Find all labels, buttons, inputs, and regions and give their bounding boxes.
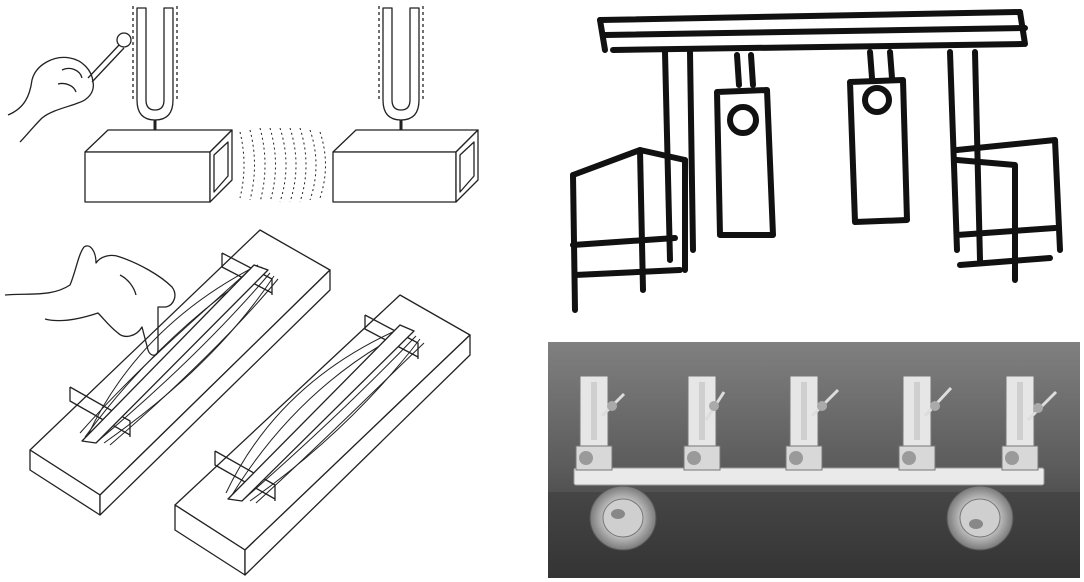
string-board-right <box>174 294 471 576</box>
tuning-fork-panel <box>0 0 540 215</box>
top-beam <box>597 9 1028 53</box>
metronome-3 <box>785 375 840 471</box>
metronome-5 <box>1001 375 1058 471</box>
metronomes-on-cans-photo <box>548 342 1080 578</box>
left-stand <box>570 49 696 313</box>
pendulum-left <box>714 52 776 238</box>
pendulum-right <box>847 49 910 225</box>
sound-waves <box>239 127 326 203</box>
metronome-2 <box>683 375 726 471</box>
coupled-pendulums-sketch <box>570 9 1063 313</box>
metronomes-photo-panel <box>548 342 1080 578</box>
can-left <box>589 485 657 551</box>
string-boards-panel <box>0 215 540 582</box>
metronome-4 <box>898 375 953 471</box>
string-board-left <box>29 229 331 516</box>
hand-plucking <box>4 245 176 356</box>
metronome-1 <box>575 375 626 471</box>
hand-with-mallet <box>7 32 132 143</box>
string-boards-illustration <box>4 229 471 576</box>
wooden-board <box>573 467 1045 486</box>
right-stand <box>947 49 1063 283</box>
resonance-box-right <box>332 129 479 203</box>
tuning-fork-illustration <box>7 6 479 203</box>
can-right <box>946 485 1014 551</box>
resonance-box-left <box>84 129 233 203</box>
pendulum-sketch-panel <box>545 0 1084 330</box>
